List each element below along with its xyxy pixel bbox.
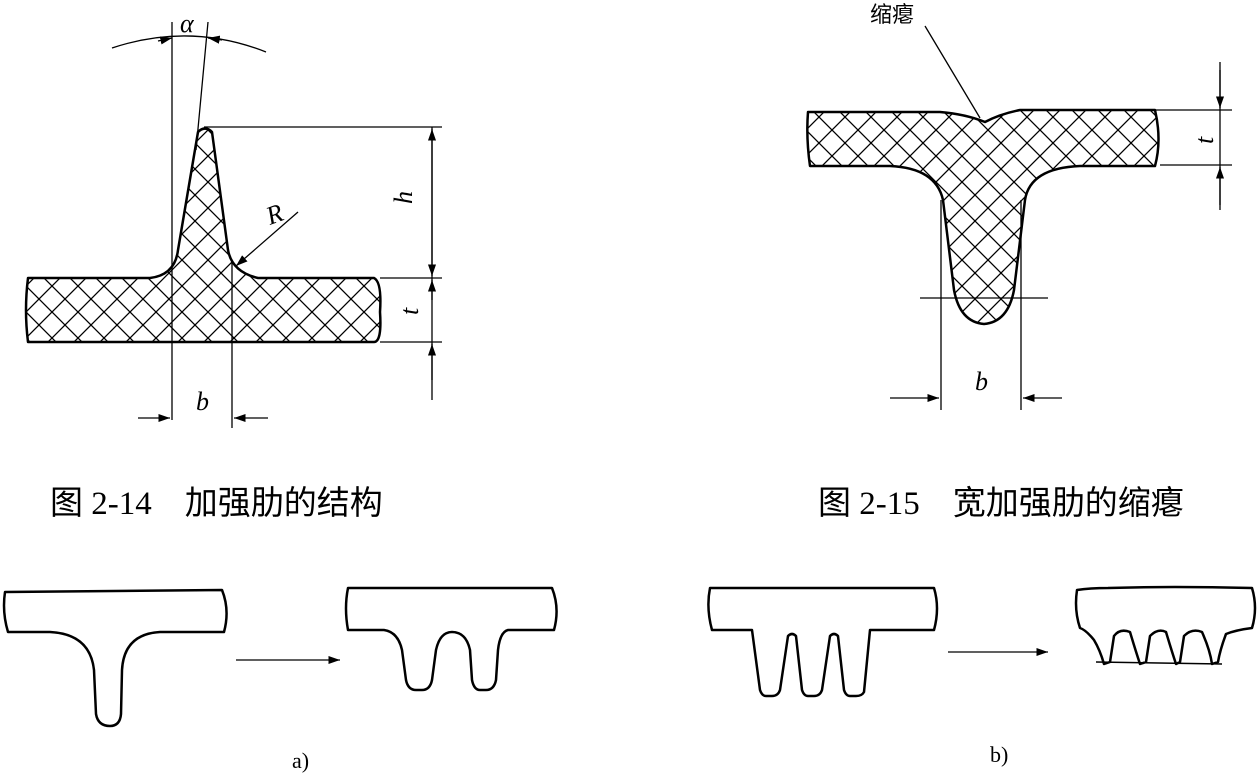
fig14-rib-section	[24, 127, 382, 344]
bottom-b-short-ribs-shape	[1074, 585, 1257, 666]
label-a: a)	[292, 748, 309, 773]
fig15-caption: 图 2-15 宽加强肋的缩瘪	[818, 485, 1184, 522]
bottom-a-wide-rib-shape	[2, 588, 228, 728]
bottom-b-ribs-shape	[707, 586, 939, 698]
label-b: b)	[990, 742, 1008, 767]
fig14-width-label: b	[196, 387, 209, 416]
fig15-shrink-label: 缩瘪	[870, 3, 914, 28]
bottom-a-split-ribs-shape	[344, 586, 558, 692]
fig14-thickness-label: t	[395, 307, 424, 315]
fig15-thickness-label: t	[1190, 136, 1219, 144]
fig14-radius-label: R	[261, 198, 287, 231]
fig14-rib-diagram: α R h t b	[24, 9, 442, 428]
fig15-rib-section	[806, 108, 1160, 326]
fig14-caption: 图 2-14 加强肋的结构	[50, 485, 383, 522]
fig15-rib-diagram: 缩瘪 t b	[806, 3, 1232, 410]
bottom-a-diagram	[2, 586, 558, 728]
fig14-alpha-label: α	[180, 9, 195, 38]
fig15-width-label: b	[975, 367, 988, 396]
fig14-height-label: h	[389, 191, 418, 204]
bottom-b-diagram	[707, 585, 1257, 698]
